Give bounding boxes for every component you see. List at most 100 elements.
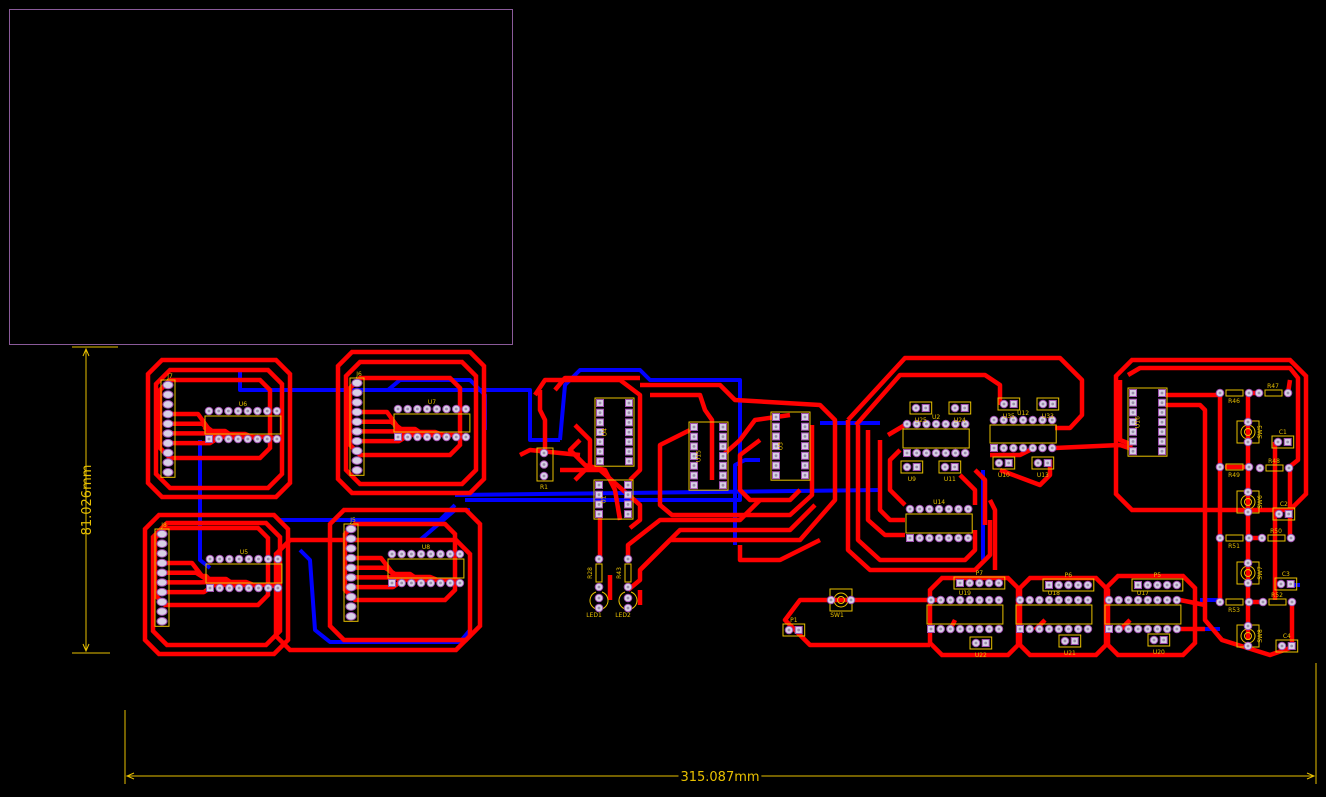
trace (958, 473, 978, 505)
component-ref-label: U11 (944, 476, 956, 483)
component-u1[interactable]: U1 (593, 479, 634, 520)
component-ref-label: U15 (696, 450, 703, 462)
component-u17[interactable]: U17 (1104, 590, 1182, 634)
trace (553, 375, 640, 392)
height-dimension: 81.026mm (72, 346, 118, 654)
trace (1126, 365, 1301, 470)
trace-loop (927, 575, 1023, 658)
component-u12[interactable]: U12 (989, 410, 1057, 453)
component-u33[interactable]: U33 (1036, 397, 1060, 420)
component-ref-label: U22 (975, 652, 987, 659)
component-u4[interactable]: U4 (594, 397, 635, 467)
trace (280, 503, 457, 522)
component-u9[interactable]: U9 (900, 460, 924, 483)
trace (650, 392, 715, 480)
component-c2[interactable]: C2 (1272, 501, 1296, 521)
component-p1[interactable]: P1 (782, 617, 806, 637)
component-u25[interactable]: U25 (909, 401, 933, 424)
component-r51[interactable]: R51 (1215, 533, 1254, 550)
component-u18[interactable]: U18 (1015, 590, 1093, 634)
component-ref-label: U25 (915, 417, 927, 424)
component-ref-label: U7 (428, 399, 436, 406)
component-ref-label: U13 (1037, 472, 1049, 479)
component-sw8[interactable]: SW8 (1236, 621, 1264, 651)
component-ref-label: U6 (239, 401, 247, 408)
height-dimension-label: 81.026mm (80, 465, 95, 536)
component-ref-label: P7 (976, 570, 984, 577)
component-j8[interactable]: J8 (154, 522, 170, 627)
component-u15[interactable]: U15 (688, 421, 729, 491)
component-ref-label: U14 (933, 499, 945, 506)
trace (855, 425, 978, 563)
trace-loop (273, 537, 473, 653)
component-sw1[interactable]: SW1 (826, 588, 856, 619)
component-sw5[interactable]: SW5 (1236, 417, 1264, 447)
component-led1[interactable]: LED1 (586, 591, 609, 619)
component-u5[interactable]: U5 (205, 549, 283, 593)
component-ref-label: C3 (1282, 571, 1290, 578)
component-r47[interactable]: R47 (1254, 383, 1293, 398)
component-p7[interactable]: P7 (953, 570, 1006, 590)
component-c4[interactable]: C4 (1275, 633, 1299, 653)
component-r53[interactable]: R53 (1215, 597, 1254, 614)
component-u20[interactable]: U20 (1147, 633, 1171, 656)
component-sw6[interactable]: SW6 (1236, 487, 1264, 517)
component-u35[interactable]: U35 (997, 397, 1021, 420)
component-j6[interactable]: J6 (349, 371, 365, 476)
component-ref-label: U1 (601, 495, 608, 503)
component-ref-label: U19 (959, 590, 971, 597)
component-u6[interactable]: U6 (204, 401, 282, 444)
component-j5[interactable]: J5 (343, 517, 359, 622)
component-r48[interactable]: R48 (1255, 458, 1294, 473)
trace (198, 440, 212, 570)
component-u24[interactable]: U24 (948, 401, 972, 424)
component-c1[interactable]: C1 (1271, 429, 1295, 449)
trace (638, 382, 838, 572)
component-j7[interactable]: J7 (160, 373, 176, 478)
width-dimension: 315.087mm (124, 663, 1317, 788)
trace (737, 537, 822, 563)
trace (987, 498, 998, 570)
top-copper-layer (142, 349, 1309, 658)
component-r52[interactable]: R52 (1258, 592, 1297, 607)
trace (567, 438, 623, 521)
trace (782, 597, 940, 632)
component-ref-label: U9 (908, 476, 916, 483)
component-u16[interactable]: U16 (1127, 387, 1168, 457)
component-u13[interactable]: U13 (1031, 456, 1055, 479)
component-u2[interactable]: U2 (902, 414, 970, 458)
component-u21[interactable]: U21 (1058, 634, 1082, 657)
component-p6[interactable]: P6 (1042, 572, 1095, 592)
component-ref-label: R28 (587, 567, 594, 579)
component-u14[interactable]: U14 (905, 499, 973, 543)
component-u10[interactable]: U10 (992, 456, 1016, 479)
component-sw7[interactable]: SW7 (1236, 558, 1264, 588)
trace-loop (142, 512, 291, 657)
component-u8[interactable]: U8 (387, 544, 465, 588)
component-led2[interactable]: LED2 (615, 591, 638, 619)
component-u11[interactable]: U11 (938, 460, 962, 483)
component-u3[interactable]: U3 (770, 411, 811, 481)
component-r43[interactable]: R43 (616, 554, 633, 592)
component-ref-label: SW1 (830, 612, 844, 619)
component-p5[interactable]: P5 (1131, 572, 1184, 592)
component-u22[interactable]: U22 (969, 636, 993, 659)
component-ref-label: U21 (1064, 650, 1076, 657)
component-ref-label: U3 (778, 442, 785, 450)
trace (793, 628, 930, 648)
component-c3[interactable]: C3 (1274, 571, 1298, 591)
component-r49[interactable]: R49 (1215, 462, 1254, 479)
component-ref-label: C4 (1283, 633, 1291, 640)
component-r50[interactable]: R50 (1257, 528, 1296, 543)
component-r28[interactable]: R28 (587, 554, 604, 592)
trace (533, 377, 643, 482)
component-r46[interactable]: R46 (1215, 388, 1254, 405)
component-ref-label: R49 (1228, 472, 1240, 479)
trace (990, 447, 1032, 458)
component-u7[interactable]: U7 (393, 399, 471, 442)
component-u19[interactable]: U19 (926, 590, 1004, 634)
component-r1[interactable]: R1 (536, 447, 554, 491)
component-ref-label: U35 (1003, 413, 1015, 420)
